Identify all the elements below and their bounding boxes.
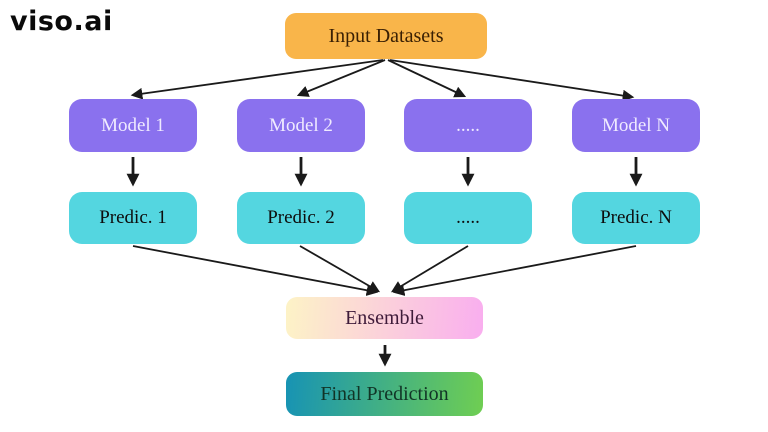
model-1-box: Model 1 bbox=[69, 99, 197, 152]
viso-ai-logo: viso.ai bbox=[10, 6, 113, 37]
final-prediction-label: Final Prediction bbox=[320, 382, 449, 405]
prediction-2-box: Predic. 2 bbox=[237, 192, 365, 244]
prediction-1-label: Predic. 1 bbox=[99, 207, 167, 228]
prediction-n-label: Predic. N bbox=[600, 207, 672, 228]
prediction-n-box: Predic. N bbox=[572, 192, 700, 244]
input-datasets-label: Input Datasets bbox=[328, 24, 444, 47]
model-2-label: Model 2 bbox=[269, 114, 333, 136]
model-1-label: Model 1 bbox=[101, 114, 165, 136]
final-prediction-box: Final Prediction bbox=[286, 372, 483, 416]
input-datasets-box: Input Datasets bbox=[285, 13, 487, 59]
arrow-pred-2-to-ensemble bbox=[299, 245, 381, 293]
ensemble-label: Ensemble bbox=[345, 306, 424, 329]
prediction-1-box: Predic. 1 bbox=[69, 192, 197, 244]
prediction-dots-box: ..... bbox=[404, 192, 532, 244]
model-2-box: Model 2 bbox=[237, 99, 365, 152]
arrow-pred-dots-to-ensemble bbox=[390, 245, 469, 293]
prediction-dots-label: ..... bbox=[456, 207, 480, 228]
model-dots-label: ..... bbox=[456, 114, 480, 136]
model-n-box: Model N bbox=[572, 99, 700, 152]
arrow-pred-1-to-ensemble bbox=[132, 245, 379, 297]
arrow-input-to-model-dots bbox=[387, 59, 467, 98]
model-n-label: Model N bbox=[601, 114, 671, 136]
arrow-input-to-model-n bbox=[389, 59, 635, 102]
prediction-2-label: Predic. 2 bbox=[267, 207, 335, 228]
arrow-pred-n-to-ensemble bbox=[392, 245, 637, 296]
arrow-input-to-model-2 bbox=[296, 59, 386, 97]
arrow-input-to-model-1 bbox=[130, 59, 384, 100]
model-dots-box: ..... bbox=[404, 99, 532, 152]
ensemble-box: Ensemble bbox=[286, 297, 483, 339]
